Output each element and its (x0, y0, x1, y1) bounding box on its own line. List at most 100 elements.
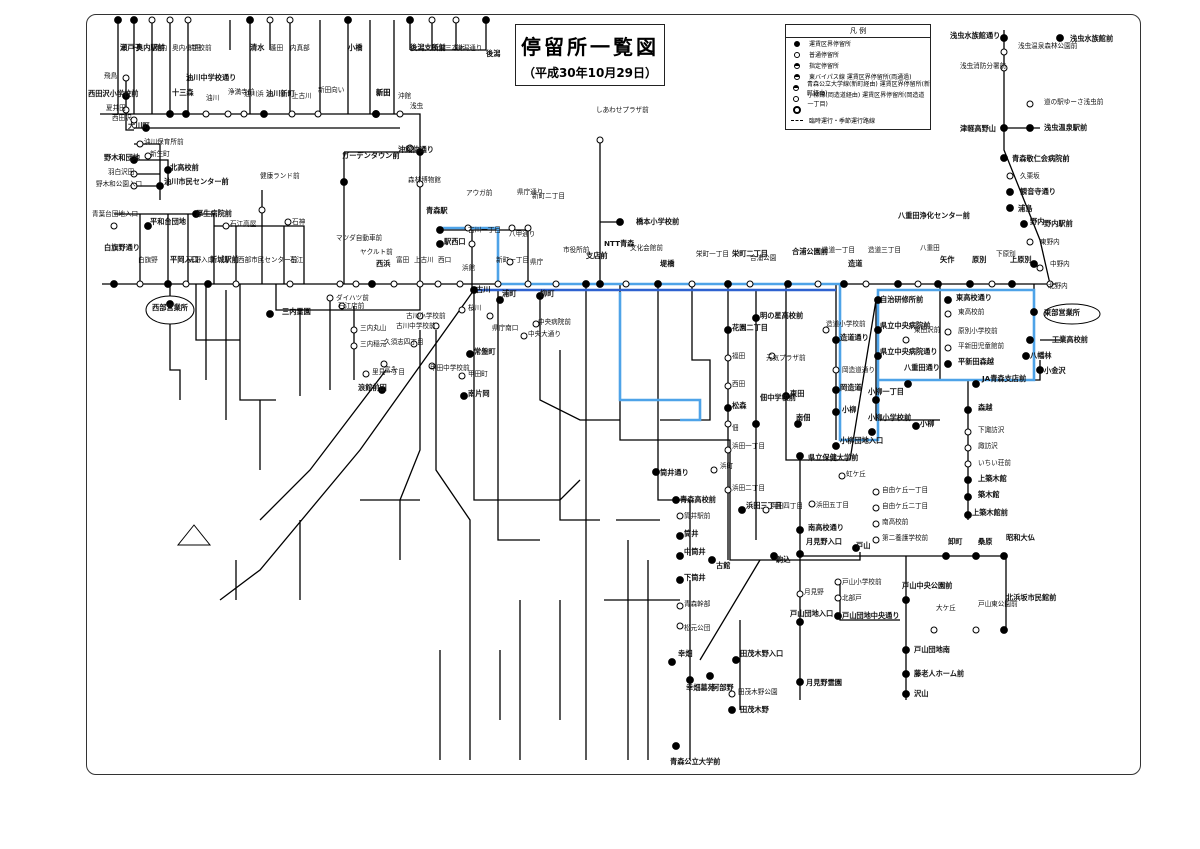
bus-stop-marker (724, 382, 732, 390)
bus-stop-marker (1006, 188, 1014, 196)
bus-stop-label: 野木和公園入口 (96, 179, 142, 188)
bus-stop-label: 西田 (732, 380, 745, 388)
bus-stop-marker (1026, 336, 1034, 344)
bus-stop-marker (762, 506, 770, 514)
bus-stop-marker (182, 110, 190, 118)
title-box: 停留所一覧図 （平成30年10月29日） (515, 24, 665, 86)
bus-stop-marker (436, 226, 444, 234)
bus-stop-marker (416, 180, 424, 188)
bus-stop-marker (1026, 100, 1034, 108)
bus-stop-marker (136, 280, 144, 288)
bus-stop-marker (840, 280, 848, 288)
map-frame (86, 14, 1141, 775)
bus-stop-label: 小柳小学校前 (867, 413, 911, 422)
bus-stop-marker (1000, 124, 1008, 132)
bus-stop-label: 富永 (384, 365, 398, 374)
bus-stop-label: ダイハツ前 (336, 293, 369, 302)
bus-stop-marker (972, 626, 980, 634)
bus-stop-marker (832, 336, 840, 344)
bus-stop-marker (724, 404, 732, 412)
bus-stop-marker (130, 116, 138, 124)
bus-stop-label: 奥内 (154, 43, 167, 52)
bus-stop-marker (222, 222, 230, 230)
bus-stop-marker (676, 576, 684, 584)
bus-stop-marker (728, 706, 736, 714)
bus-stop-label: 八甲通り (509, 229, 535, 238)
bus-stop-label: 筒井通り (660, 468, 689, 477)
bus-stop-marker (428, 16, 436, 24)
bus-stop-label: 奥内駅前 (135, 43, 165, 52)
bus-stop-label: 後潟三本木 (432, 43, 465, 52)
bus-stop-label: 大川町 (128, 121, 150, 130)
bus-stop-label: 花園二丁目 (732, 323, 768, 332)
bus-stop-label: 大ケ丘 (936, 603, 956, 612)
bus-stop-marker (144, 222, 152, 230)
bus-stop-marker (838, 472, 846, 480)
bus-stop-label: 月見野霊園 (805, 678, 842, 687)
bus-stop-label: 幸畑 (678, 649, 692, 658)
bus-stop-label: 浜館 (462, 263, 476, 272)
bus-stop-label: 北高校前 (170, 163, 199, 172)
bus-stop-label: 石江店前 (338, 301, 365, 310)
bus-stop-label: 戸山小学校前 (842, 577, 882, 586)
bus-stop-label: 瀬戸子 (120, 43, 142, 52)
bus-stop-label: 後潟通り (456, 43, 482, 52)
bus-stop-marker (192, 210, 200, 218)
bus-stop-label: 岡造道 (840, 383, 862, 392)
bus-stop-marker (350, 342, 358, 350)
bus-stop-label: 新田 (376, 88, 390, 97)
bus-stop-marker (874, 326, 882, 334)
bus-stop-label: 油川 (206, 93, 219, 102)
bus-stop-label: 昭和大仏 (1006, 533, 1036, 542)
bus-stop-marker (532, 320, 540, 328)
bus-stop-label: 平和台団地 (150, 217, 187, 226)
bus-stop-label: 第二養護学校前 (882, 533, 929, 542)
bus-stop-label: 浜田一丁目 (732, 441, 765, 450)
bus-stop-marker (872, 396, 880, 404)
bus-stop-label: 西田沢 (112, 113, 132, 122)
bus-stop-marker (114, 16, 122, 24)
bus-stop-label: 松元公団 (684, 623, 711, 632)
bus-stop-label: 久須志四丁目 (384, 337, 424, 346)
bus-stop-marker (738, 506, 746, 514)
bus-stop-label: 小柳団地入口 (839, 436, 883, 445)
bus-stop-label: 清水 (250, 43, 265, 52)
bus-stop-marker (520, 332, 528, 340)
bus-stop-marker (724, 326, 732, 334)
bus-stop-marker (1030, 260, 1038, 268)
bus-stop-marker (964, 444, 972, 452)
bus-stop-marker (286, 16, 294, 24)
bus-stop-marker (872, 504, 880, 512)
bus-stop-label: 石神 (292, 217, 306, 226)
bus-stop-marker (258, 206, 266, 214)
bus-stop-label: 原別小学校前 (958, 326, 998, 335)
bus-stop-label: 甲田中学校前 (430, 363, 470, 372)
bus-stop-label: 福田 (732, 351, 745, 360)
bus-stop-marker (724, 446, 732, 454)
bus-stop-label: 浅虫 (410, 101, 424, 110)
bus-stop-marker (796, 550, 804, 558)
west-depot-icon (145, 295, 195, 325)
bus-stop-label: 駒込 (775, 555, 791, 564)
bus-stop-marker (686, 676, 694, 684)
bus-stop-label: 駅西口 (444, 237, 466, 246)
bus-stop-marker (464, 224, 472, 232)
bus-stop-label: 合浦公園前 (791, 247, 828, 256)
bus-stop-marker (796, 678, 804, 686)
bus-stop-label: 八重田通り (903, 363, 940, 372)
bus-stop-label: 県立保健大学前 (808, 453, 858, 462)
bus-stop-label: 小柳 (919, 419, 934, 428)
bus-stop-label: 月見野 (804, 588, 824, 596)
bus-stop-label: 上古川 (414, 255, 434, 264)
bus-stop-label: 造道通り (840, 333, 869, 342)
bus-stop-label: 北部戸 (842, 593, 862, 602)
bus-stop-label: 西口 (438, 256, 451, 264)
bus-stop-marker (1006, 172, 1014, 180)
dashed-route-icon (791, 120, 803, 121)
bus-stop-label: 西田沢小学校前 (88, 89, 138, 98)
bus-stop-marker (338, 302, 346, 310)
bus-stop-label: 平岡入口 (170, 255, 199, 264)
bus-stop-label: 文化会館前 (630, 243, 663, 252)
bus-stop-marker (166, 16, 174, 24)
bus-stop-label: 浅虫温泉駅前 (1044, 123, 1087, 132)
